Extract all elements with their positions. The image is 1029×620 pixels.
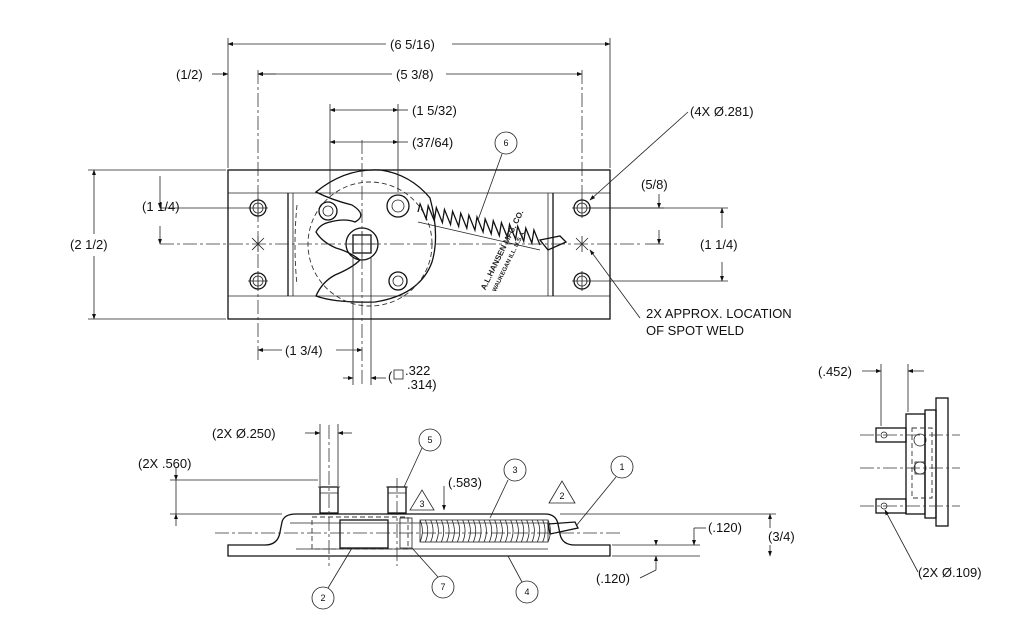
balloon-7: 7 xyxy=(411,547,455,599)
spring-coil-turn xyxy=(547,519,551,543)
spring-coil-turn xyxy=(467,519,471,543)
front-view: (2X Ø.250) (2X .560) (.583) (.120) (3/4)… xyxy=(138,424,795,610)
cam-plate xyxy=(314,169,437,303)
dim-offset-1-3-4: (1 3/4) xyxy=(285,343,323,358)
spring-coil-turn xyxy=(536,519,541,543)
dim-overall-length: (6 5/16) xyxy=(390,37,435,52)
spring-coil-turn xyxy=(504,519,509,543)
svg-text:2: 2 xyxy=(320,593,325,603)
svg-text:3: 3 xyxy=(419,499,424,509)
balloon-2: 2 xyxy=(311,547,353,610)
spring-top-view xyxy=(417,201,541,251)
spring-coil-turn xyxy=(451,519,455,543)
svg-text:1: 1 xyxy=(619,462,624,472)
top-view: A.L.HANSEN MFG. CO. WAUKEGAN ILL. U.S.A. xyxy=(160,70,640,385)
spring-coil-turn xyxy=(435,519,439,543)
mount-hole-top-right xyxy=(572,198,592,218)
dim-side-452: (.452) xyxy=(818,364,852,379)
flag-triangle-2: 2 xyxy=(548,480,576,504)
spring-coil-turn xyxy=(520,519,525,543)
side-view: (.452) (2X Ø.109) xyxy=(818,364,982,580)
spring-coil-path xyxy=(417,201,541,246)
spring-coil-turn xyxy=(478,519,482,543)
spring-coil-turn xyxy=(419,519,423,543)
svg-text:7: 7 xyxy=(440,582,445,592)
note-spot-weld-line2: OF SPOT WELD xyxy=(646,323,744,338)
dim-3-4: (3/4) xyxy=(768,529,795,544)
spring-coil-turn xyxy=(510,519,514,543)
balloon-4: 4 xyxy=(507,555,539,604)
dim-120-top: (.120) xyxy=(708,520,742,535)
top-view-dimensions: (6 5/16) (1/2) (5 3/8) (1 5/32) (37/64) … xyxy=(70,37,792,392)
dim-583: (.583) xyxy=(448,475,482,490)
dim-offset-5-8: (5/8) xyxy=(641,177,668,192)
spring-coil-turn xyxy=(494,519,498,543)
svg-text:5: 5 xyxy=(427,435,432,445)
dim-square-top: .322 xyxy=(405,363,430,378)
spring-coil-turn xyxy=(446,519,450,543)
dim-hole-callout: (4X Ø.281) xyxy=(690,104,754,119)
dim-square-prefix: ( xyxy=(388,369,393,384)
spring-coil-turn xyxy=(430,519,434,543)
dim-1-5-32: (1 5/32) xyxy=(412,103,457,118)
spring-coil-turn xyxy=(515,519,519,543)
dim-height-2-1-2: (2 1/2) xyxy=(70,237,108,252)
dim-side-hole: (2X Ø.109) xyxy=(918,565,982,580)
spring-coil-edge xyxy=(417,221,541,251)
spring-coil-turn xyxy=(472,519,477,543)
dim-pin-dia: (2X Ø.250) xyxy=(212,426,276,441)
spring-coil-turn xyxy=(456,519,461,543)
spring-coil-turn xyxy=(462,519,466,543)
spring-coil-turn xyxy=(483,519,487,543)
dim-pin-height: (2X .560) xyxy=(138,456,191,471)
dim-hole-span: (5 3/8) xyxy=(396,67,434,82)
balloon-6 xyxy=(494,131,518,155)
dim-height-1-1-4-left: (1 1/4) xyxy=(142,199,180,214)
balloon-6-label: 6 xyxy=(503,138,508,148)
balloon-3: 3 xyxy=(489,458,527,519)
balloon-5: 5 xyxy=(403,428,442,488)
note-spot-weld-line1: 2X APPROX. LOCATION xyxy=(646,306,792,321)
front-base-plate xyxy=(227,513,611,557)
spring-coil-turn xyxy=(440,519,445,543)
cam-hole-upper-left xyxy=(318,201,338,221)
cam-hole-upper-right xyxy=(386,194,410,218)
spring-coil-turn xyxy=(542,519,546,543)
square-symbol-icon xyxy=(393,369,404,380)
balloon-1: 1 xyxy=(575,455,634,527)
base-plate-outline xyxy=(227,169,611,320)
spring-coil-turn xyxy=(499,519,503,543)
mount-hole-bottom-right xyxy=(572,271,592,291)
dim-height-1-1-4-right: (1 1/4) xyxy=(700,237,738,252)
spring-front-view xyxy=(419,519,551,543)
spring-coil-turn xyxy=(424,519,429,543)
svg-text:3: 3 xyxy=(512,465,517,475)
dim-37-64: (37/64) xyxy=(412,135,453,150)
spring-coil-turn xyxy=(531,519,535,543)
cam-hole-lower-right xyxy=(388,271,408,291)
svg-text:4: 4 xyxy=(524,587,529,597)
spring-coil-turn xyxy=(526,519,530,543)
flag-triangle-3: 3 xyxy=(409,489,435,511)
dim-square-bottom: .314) xyxy=(407,377,437,392)
dim-half: (1/2) xyxy=(176,67,203,82)
svg-text:2: 2 xyxy=(559,491,564,501)
dim-120-bottom: (.120) xyxy=(596,571,630,586)
spring-coil-turn xyxy=(488,519,493,543)
